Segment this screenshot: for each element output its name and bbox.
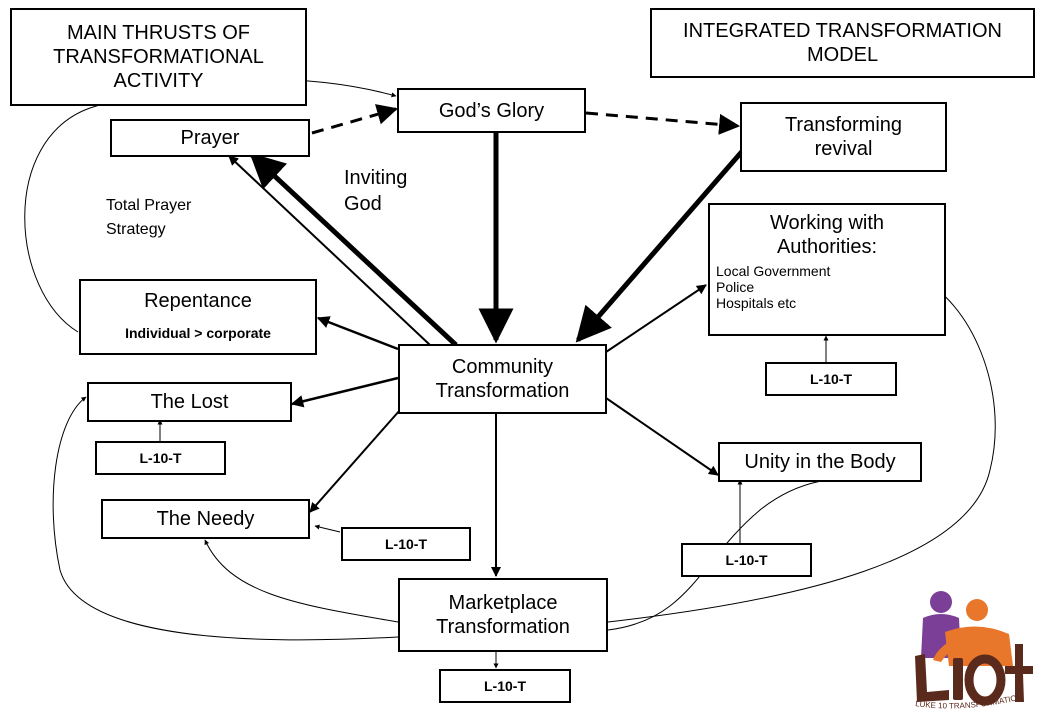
annotation-total-prayer-text: Total Prayer Strategy: [106, 197, 192, 238]
arrow-community-to-authorities: [605, 284, 707, 353]
arrow-community-to-repentance: [316, 316, 399, 351]
node-working-authorities-title: Working with Authorities:: [769, 212, 885, 258]
logo-lettering: [915, 644, 1033, 706]
logo-orange-head: [966, 599, 988, 621]
arrow-community-to-needy: [309, 409, 401, 513]
arrow-prayer-to-glory: [311, 104, 399, 135]
l10t-label: L-10-T: [484, 678, 526, 694]
node-marketplace-transformation: Marketplace Transformation: [398, 578, 608, 652]
title-main-thrusts: MAIN THRUSTS OF TRANSFORMATIONAL ACTIVIT…: [10, 8, 307, 106]
curve-marketplace-to-lost: [52, 396, 399, 641]
arrow-community-to-prayer-thin: [228, 155, 431, 346]
authorities-list: Local Government Police Hospitals etc: [716, 263, 830, 311]
logo-orange-arm: [933, 638, 961, 662]
node-repentance: Repentance Individual > corporate: [79, 279, 317, 355]
node-prayer-label: Prayer: [180, 127, 240, 149]
node-unity-in-body: Unity in the Body: [718, 442, 922, 482]
l10t-box-needy: L-10-T: [341, 527, 471, 561]
node-gods-glory: God’s Glory: [397, 88, 586, 133]
curve-marketplace-to-authorities: [607, 277, 996, 623]
node-working-authorities: Working with Authorities: Local Governme…: [708, 203, 946, 336]
node-gods-glory-label: God’s Glory: [438, 99, 545, 122]
node-community-transformation-label: Community Transformation: [435, 356, 570, 402]
arrow-community-to-prayer: [249, 152, 458, 347]
arrow-community-to-unity: [605, 397, 719, 476]
node-the-lost-label: The Lost: [150, 391, 229, 413]
node-repentance-subtitle: Individual > corporate: [125, 325, 271, 341]
node-the-needy: The Needy: [101, 499, 310, 539]
node-repentance-title: Repentance: [144, 290, 252, 312]
l10t-box-lost: L-10-T: [95, 441, 226, 475]
l10t-label: L-10-T: [810, 371, 852, 387]
arrow-glory-to-revival: [585, 111, 741, 135]
node-marketplace-transformation-label: Marketplace Transformation: [436, 592, 570, 638]
l10t-label: L-10-T: [725, 552, 768, 568]
node-transforming-revival-label: Transforming revival: [784, 114, 903, 160]
node-the-lost: The Lost: [87, 382, 292, 422]
authorities-item: Hospitals etc: [716, 295, 797, 311]
logo-purple-head: [930, 591, 952, 613]
l10t-box-unity: L-10-T: [681, 543, 812, 577]
annotation-total-prayer: Total Prayer Strategy: [106, 194, 236, 242]
curve-marketplace-to-needy: [204, 539, 399, 623]
title-integrated-model-text: INTEGRATED TRANSFORMATION MODEL: [683, 20, 1002, 66]
title-integrated-model: INTEGRATED TRANSFORMATION MODEL: [650, 8, 1035, 78]
logo-orange-body: [945, 626, 1013, 666]
title-main-thrusts-text: MAIN THRUSTS OF TRANSFORMATIONAL ACTIVIT…: [53, 22, 264, 92]
arrow-community-to-lost: [290, 376, 399, 408]
annotation-inviting-god: Inviting God: [344, 165, 434, 217]
l10t-box-authorities: L-10-T: [765, 362, 897, 396]
l10t-box-marketplace: L-10-T: [439, 669, 571, 703]
node-unity-in-body-label: Unity in the Body: [744, 451, 896, 473]
node-transforming-revival: Transforming revival: [740, 102, 947, 172]
l10t-label: L-10-T: [139, 450, 182, 466]
l10t-label: L-10-T: [385, 536, 427, 552]
node-the-needy-label: The Needy: [156, 508, 255, 530]
annotation-inviting-god-text: Inviting God: [344, 167, 408, 215]
authorities-item: Local Government: [716, 263, 831, 279]
node-community-transformation: Community Transformation: [398, 344, 607, 414]
arrow-revival-to-community: [575, 146, 747, 343]
arrow-l10t-to-needy: [314, 524, 341, 533]
luke10-logo: LUKE 10 TRANSFORMATION: [915, 591, 1033, 710]
authorities-item: Police: [716, 279, 755, 295]
node-prayer: Prayer: [110, 119, 310, 157]
